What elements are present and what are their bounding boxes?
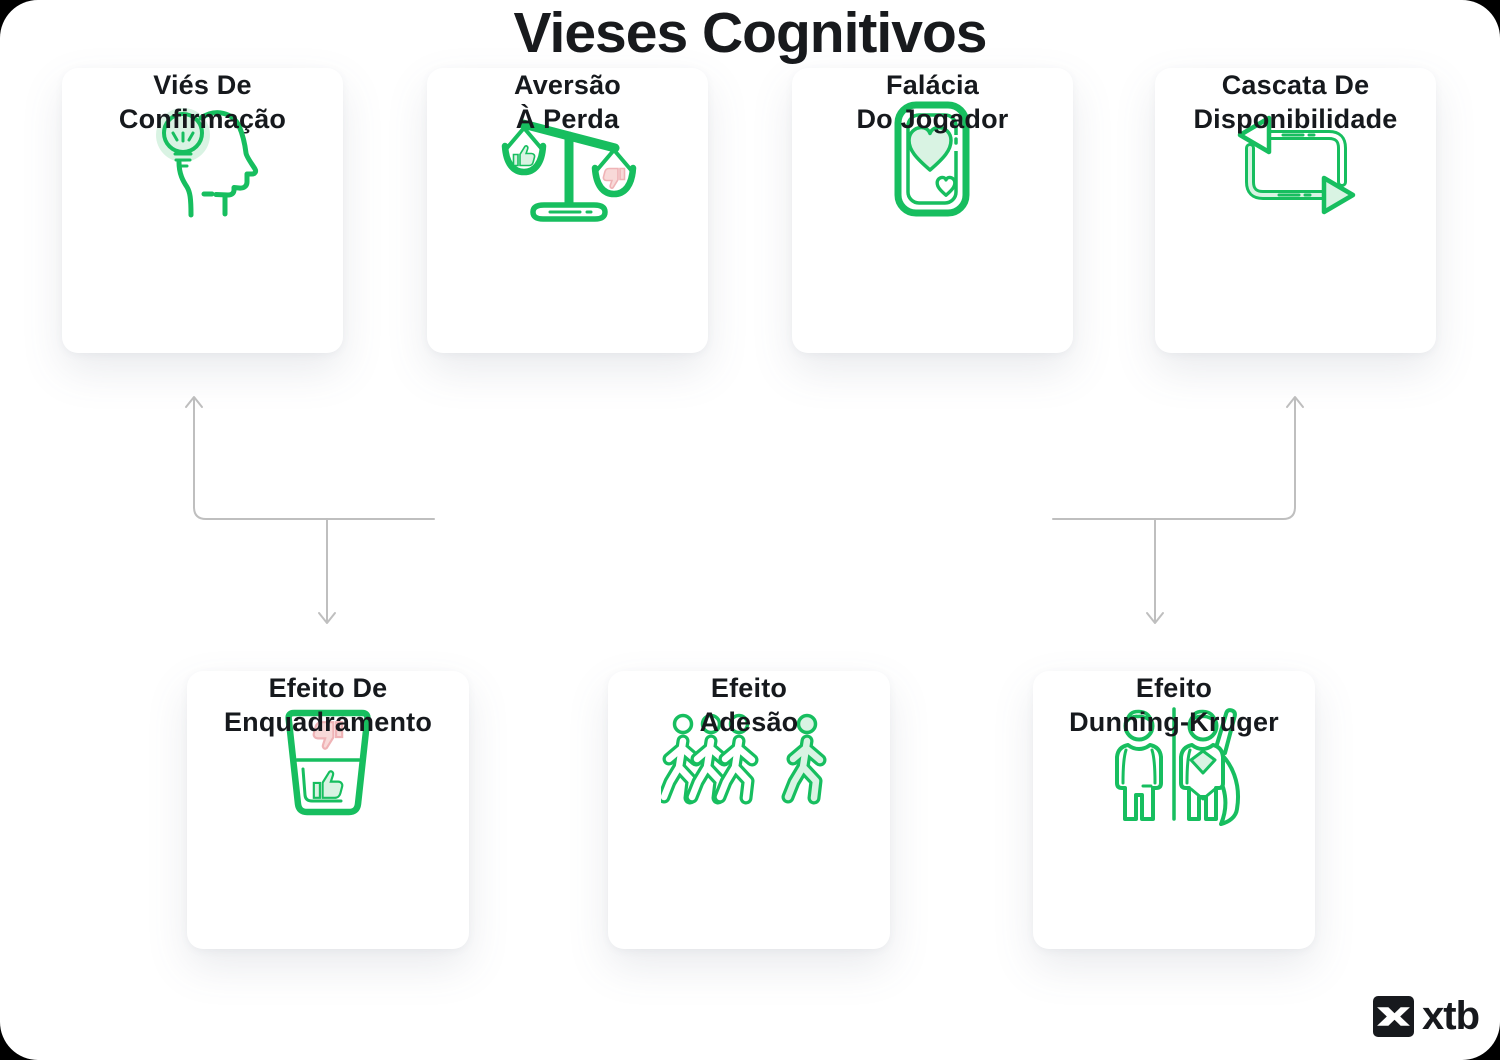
page-title: Vieses Cognitivos	[513, 1, 988, 65]
card-cascata-de-disponibilidade: Cascata De Disponibilidade	[1155, 68, 1436, 353]
card-efeito-de-enquadramento: Efeito De Enquadramento	[187, 671, 469, 949]
arrowhead-down-left	[318, 612, 336, 624]
xtb-x-glyph	[1377, 1007, 1410, 1026]
thumb-down-icon	[602, 167, 625, 189]
card-label: Efeito De Enquadramento	[223, 673, 433, 737]
playing-card-hearts-icon	[894, 101, 969, 217]
card-label: Cascata De Disponibilidade	[1193, 70, 1398, 134]
connector-left	[193, 398, 435, 520]
xtb-logo-mark	[1373, 996, 1414, 1037]
arrowhead-up-left	[185, 396, 203, 408]
connector-right	[1052, 398, 1296, 520]
thumb-up-icon	[312, 770, 344, 799]
head-lightbulb-icon	[155, 108, 258, 218]
thumb-up-icon	[512, 145, 535, 167]
xtb-logo-text: xtb	[1422, 994, 1480, 1038]
thumb-down-icon	[312, 721, 344, 750]
card-label: Aversão À Perda	[514, 70, 621, 134]
balance-scale-icon	[501, 119, 636, 222]
half-full-glass-icon	[285, 709, 371, 816]
card-label: Falácia Do Jogador	[856, 70, 1009, 134]
xtb-logo: xtb	[1373, 994, 1480, 1038]
loop-arrows-icon	[1237, 115, 1355, 215]
card-efeito-adesao: Efeito Adesão	[608, 671, 890, 949]
card-label: Viés De Confirmação	[118, 70, 287, 134]
card-efeito-dunning-kruger: Efeito Dunning-Kruger	[1033, 671, 1315, 949]
card-vies-de-confirmacao: Viés De Confirmação	[62, 68, 343, 353]
arrowhead-up-right	[1286, 396, 1304, 408]
card-label: Efeito Dunning-Kruger	[1069, 673, 1279, 737]
card-label: Efeito Adesão	[699, 673, 799, 737]
card-falacia-do-jogador: Falácia Do Jogador	[792, 68, 1073, 353]
arrowhead-down-right	[1146, 612, 1164, 624]
card-aversao-a-perda: Aversão À Perda	[427, 68, 708, 353]
person-superhero-icon	[1115, 707, 1240, 826]
walking-crowd-icon	[661, 713, 827, 805]
